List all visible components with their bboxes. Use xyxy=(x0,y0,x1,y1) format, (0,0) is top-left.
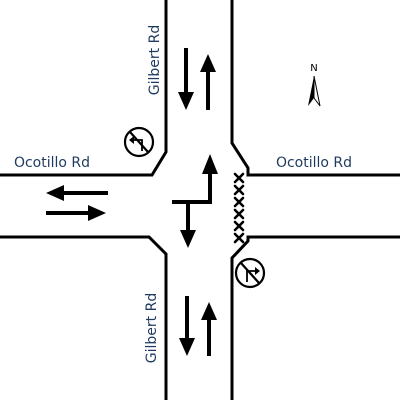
crosswalk-x-mark xyxy=(233,196,245,208)
street-label-south: Gilbert Rd xyxy=(144,293,160,363)
center-arrows xyxy=(172,154,218,248)
north-leg-arrows xyxy=(178,48,216,110)
compass-north-letter: N xyxy=(310,63,317,74)
crosswalk-x-mark xyxy=(233,232,245,244)
road-edge-southeast xyxy=(230,235,400,400)
no-right-turn-sign xyxy=(234,257,266,289)
northbound-turn-arrow-icon xyxy=(172,154,218,204)
northbound-arrow-icon xyxy=(200,54,216,110)
street-label-north: Gilbert Rd xyxy=(147,25,163,95)
no-left-turn-icon xyxy=(129,131,149,153)
south-leg-arrows xyxy=(179,296,217,356)
crosswalk-x-mark xyxy=(233,220,245,232)
eastbound-arrow-icon xyxy=(46,205,106,221)
no-right-turn-icon xyxy=(240,262,260,284)
west-leg-arrows xyxy=(46,185,108,221)
road-edge-southwest xyxy=(0,235,168,400)
compass: N xyxy=(308,63,321,107)
southbound-center-arrow-icon xyxy=(180,202,196,248)
southbound-arrow-icon xyxy=(179,296,195,356)
no-left-turn-sign xyxy=(123,126,155,158)
crosswalk xyxy=(233,172,245,244)
westbound-arrow-icon xyxy=(46,185,108,201)
street-label-east: Ocotillo Rd xyxy=(276,155,352,171)
northbound-arrow-icon xyxy=(201,302,217,356)
crosswalk-x-mark xyxy=(233,184,245,196)
road-edge-northeast xyxy=(230,0,400,177)
crosswalk-x-mark xyxy=(233,172,245,184)
road-edge-northwest xyxy=(0,0,168,177)
north-arrow-icon xyxy=(308,75,321,107)
southbound-arrow-icon xyxy=(178,48,194,110)
crosswalk-x-mark xyxy=(233,208,245,220)
street-label-west: Ocotillo Rd xyxy=(14,155,90,171)
